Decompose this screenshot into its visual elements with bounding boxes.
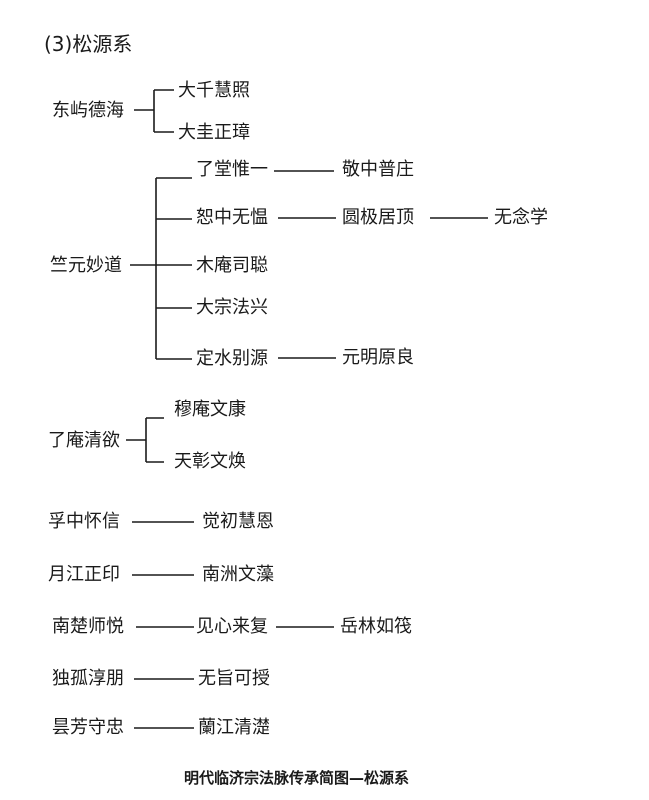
diagram-heading: (3)松源系 <box>44 32 133 56</box>
node-descendant: 敬中普庄 <box>342 159 414 180</box>
node-child: 了堂惟一 <box>196 159 268 180</box>
node-root: 独孤淳朋 <box>52 668 124 689</box>
node-child: 无旨可授 <box>198 668 270 689</box>
node-root: 了庵清欲 <box>48 430 120 451</box>
node-descendant: 元明原良 <box>342 347 414 368</box>
node-descendant: 圆极居顶 <box>342 207 414 228</box>
node-root: 南楚师悦 <box>52 616 124 637</box>
node-root: 月江正印 <box>48 564 120 585</box>
node-root: 东屿德海 <box>52 100 124 121</box>
node-child: 大宗法兴 <box>196 297 268 318</box>
node-child: 南洲文藻 <box>202 564 274 585</box>
node-child: 大圭正璋 <box>178 122 250 143</box>
node-child: 木庵司聪 <box>196 255 268 276</box>
node-child: 大千慧照 <box>178 80 250 101</box>
node-child: 见心来复 <box>196 616 268 637</box>
node-descendant: 无念学 <box>494 207 548 228</box>
node-child: 恕中无愠 <box>196 207 268 228</box>
node-child: 穆庵文康 <box>174 399 246 420</box>
diagram-caption: 明代临济宗法脉传承简图—松源系 <box>184 769 410 787</box>
node-root: 孚中怀信 <box>48 511 120 532</box>
node-child: 觉初慧恩 <box>202 511 274 532</box>
node-child: 定水别源 <box>196 348 268 369</box>
node-root: 竺元妙道 <box>50 255 122 276</box>
node-descendant: 岳林如筏 <box>340 616 412 637</box>
node-root: 昙芳守忠 <box>52 717 124 738</box>
node-child: 蘭江清濋 <box>198 717 270 738</box>
node-child: 天彰文焕 <box>174 451 246 472</box>
